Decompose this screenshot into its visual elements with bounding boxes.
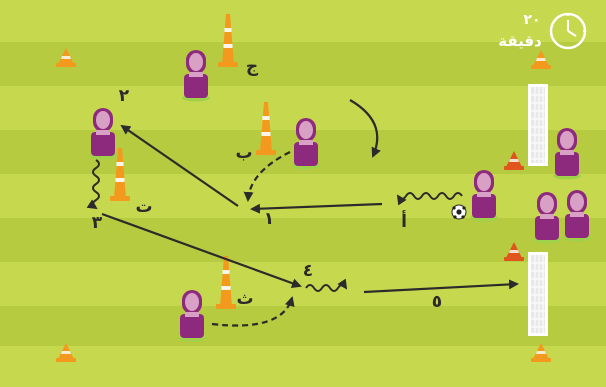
label-player-j: ج <box>246 57 259 77</box>
pass-arrow-2 <box>120 124 239 207</box>
curve-arrow-j <box>349 99 381 158</box>
label-step-3: ٣ <box>92 213 103 233</box>
pass-arrows <box>101 124 519 294</box>
run-arrows <box>211 151 295 327</box>
label-player-t: ت <box>135 197 152 217</box>
dribble-arrow-2-3 <box>86 159 100 210</box>
dribble-arrows <box>86 159 463 292</box>
label-step-4: ٤ <box>303 261 313 281</box>
label-step-5: ٥ <box>432 292 442 312</box>
pass-arrow-5 <box>363 279 519 294</box>
label-step-1: ١ <box>264 209 274 229</box>
label-player-b: ب <box>235 143 252 163</box>
run-arrow-b <box>243 151 291 202</box>
ball-icon <box>451 204 467 220</box>
timer: ٢٠ دقيقة <box>498 12 587 50</box>
pass-arrow-3 <box>101 212 302 288</box>
timer-value: ٢٠ <box>523 12 540 28</box>
clock-icon <box>549 12 587 50</box>
goal-bottom <box>528 252 548 336</box>
dribble-arrow-a <box>396 192 463 206</box>
label-player-a: أ <box>401 210 407 232</box>
goal-top <box>528 84 548 166</box>
pass-arrow-1 <box>250 202 383 214</box>
label-player-th: ث <box>236 289 253 309</box>
run-arrow-th <box>211 296 295 327</box>
dribble-arrow-4 <box>305 278 348 292</box>
label-step-2: ٢ <box>119 86 130 106</box>
timer-unit: دقيقة <box>498 32 542 50</box>
